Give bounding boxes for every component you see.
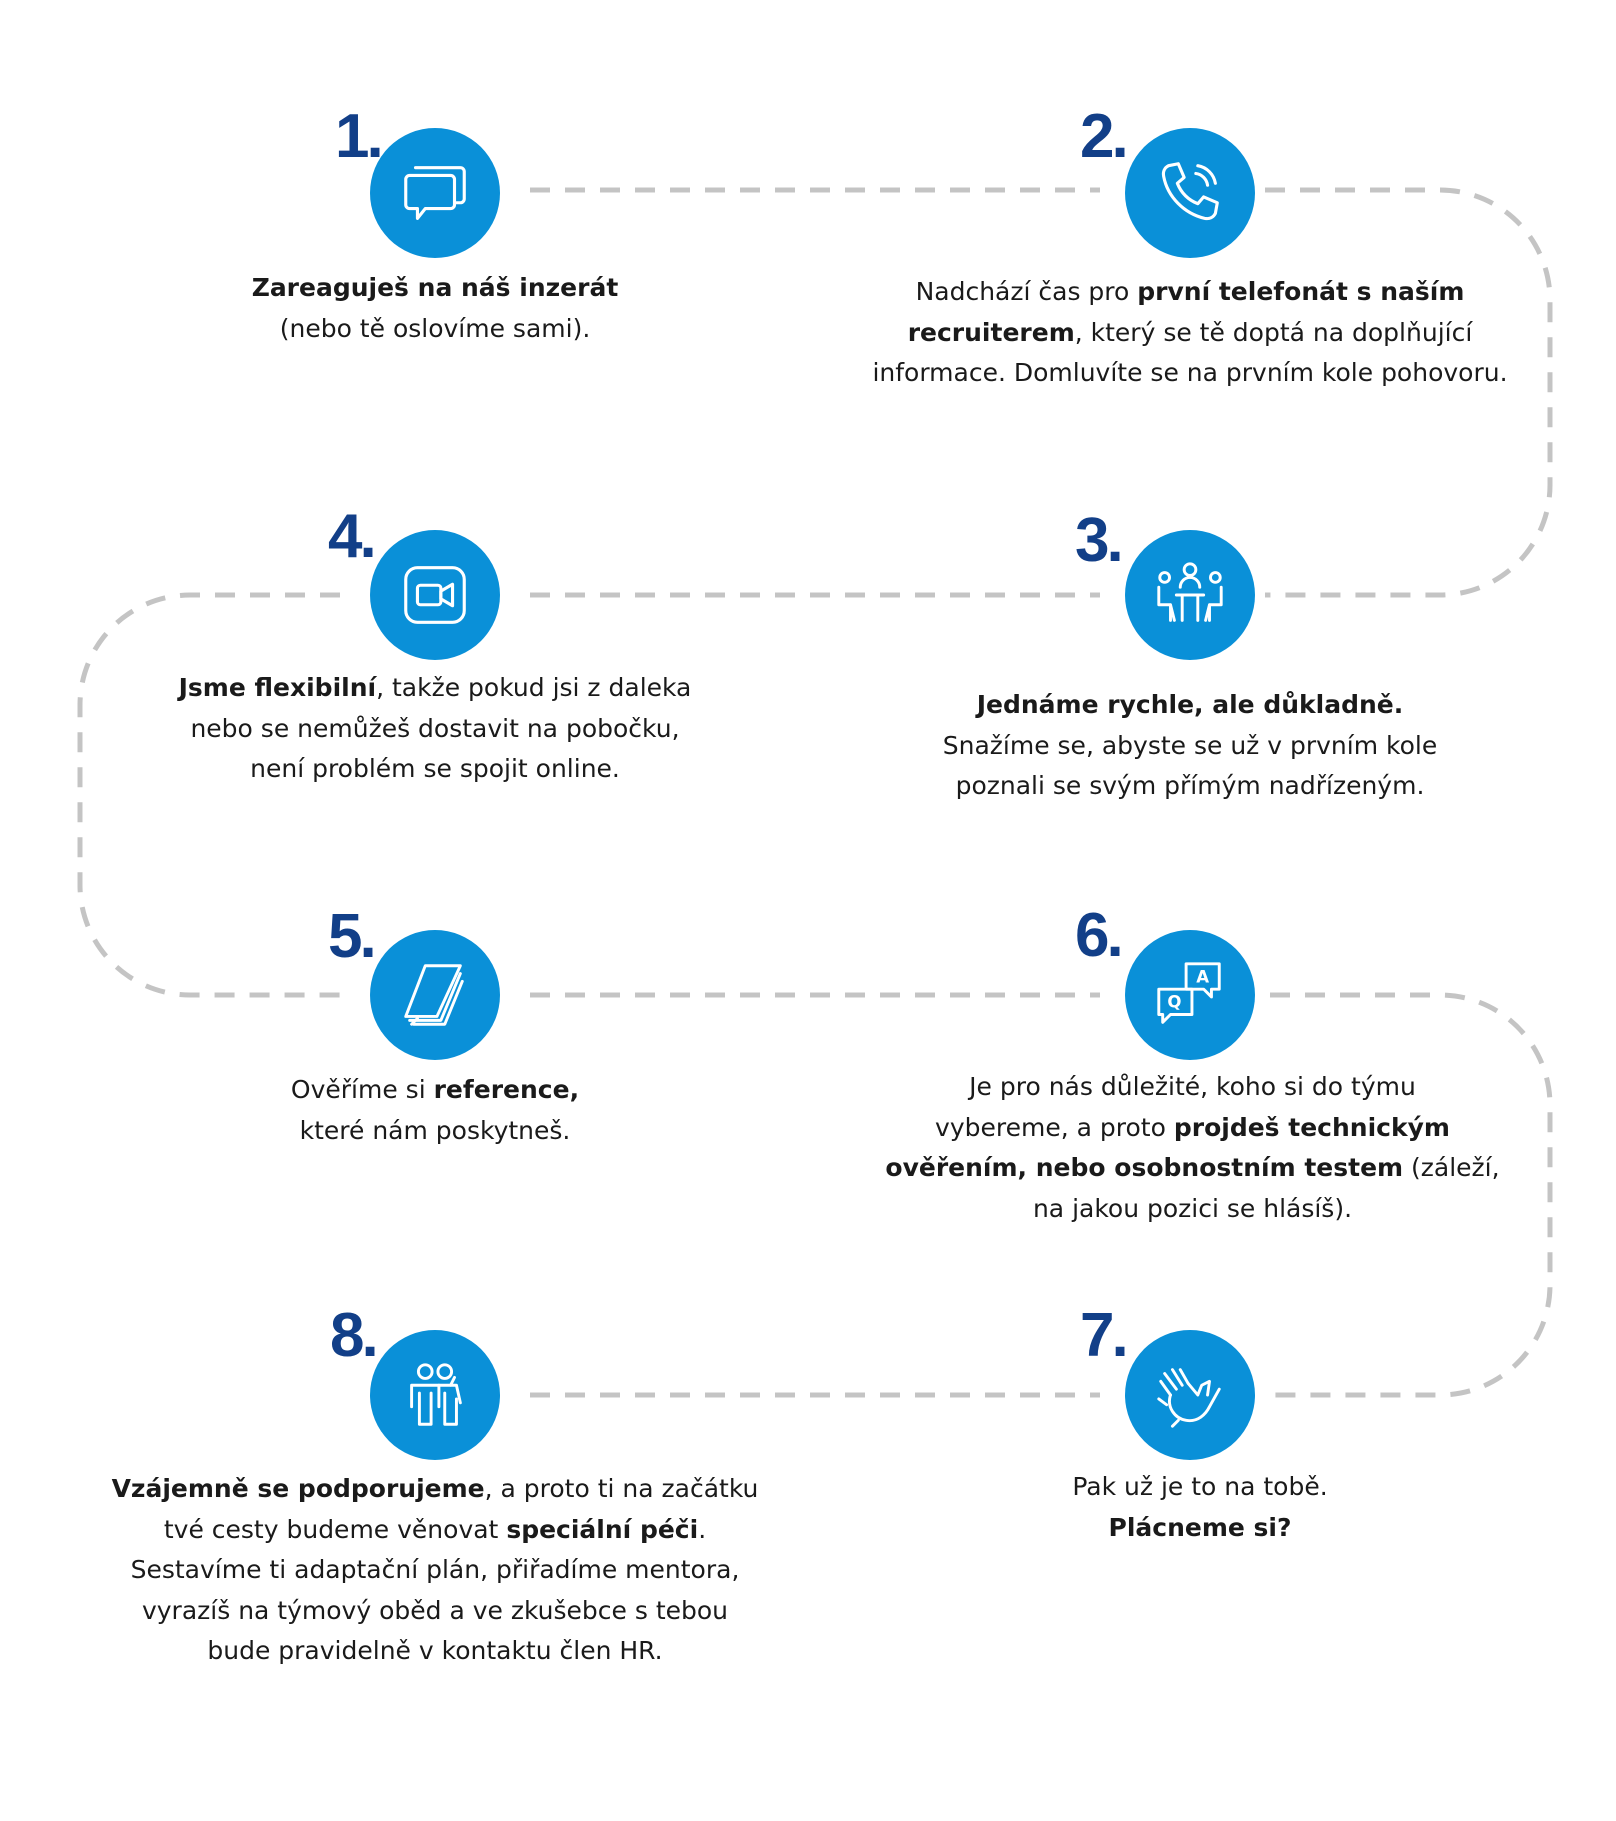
text-line: bude pravidelně v kontaktu člen HR. bbox=[110, 1631, 760, 1672]
svg-text:Q: Q bbox=[1167, 993, 1181, 1012]
step-circle bbox=[1125, 128, 1255, 258]
text-run: bude pravidelně v kontaktu člen HR. bbox=[207, 1636, 663, 1665]
text-line: Vzájemně se podporujeme, a proto ti na z… bbox=[110, 1469, 760, 1510]
bold-run: ověřením, nebo osobnostním testem bbox=[885, 1153, 1404, 1182]
text-line: Jsme flexibilní, takže pokud jsi z dalek… bbox=[135, 668, 735, 709]
text-line: ověřením, nebo osobnostním testem (zálež… bbox=[835, 1148, 1550, 1189]
step-circle bbox=[370, 1330, 500, 1460]
step-text: Zareaguješ na náš inzerát (nebo tě osloví… bbox=[140, 268, 730, 349]
text-run: , který se tě doptá na doplňující bbox=[1074, 317, 1473, 347]
path-4-5 bbox=[77, 592, 340, 998]
text-line: na jakou pozici se hlásíš). bbox=[835, 1189, 1550, 1230]
chat-bubbles-icon bbox=[404, 166, 466, 220]
path-6-7 bbox=[1270, 992, 1553, 1398]
text-run: Ověříme si bbox=[290, 1075, 434, 1104]
text-run: tvé cesty budeme věnovat bbox=[163, 1514, 507, 1544]
bold-run: Vzájemně se podporujeme bbox=[111, 1474, 485, 1503]
text-run: Pak už je to na tobě. bbox=[1072, 1472, 1328, 1501]
text-run: není problém se spojit online. bbox=[250, 754, 620, 783]
text-run: informace. Domluvíte se na prvním kole p… bbox=[872, 358, 1508, 387]
step-number: 6. bbox=[1075, 901, 1124, 970]
bold-run: Jsme flexibilní bbox=[178, 673, 377, 702]
step-text: Vzájemně se podporujeme, a proto ti na z… bbox=[110, 1469, 760, 1672]
text-line: Plácneme si? bbox=[960, 1508, 1440, 1549]
text-line: které nám poskytneš. bbox=[185, 1111, 685, 1152]
text-line: (nebo tě oslovíme sami). bbox=[140, 309, 730, 350]
text-run: . bbox=[698, 1514, 707, 1544]
step-number: 3. bbox=[1075, 506, 1124, 575]
bold-run: speciální péči bbox=[506, 1514, 699, 1544]
path-2-3 bbox=[1265, 187, 1553, 598]
text-line: Jednáme rychle, ale důkladně. bbox=[850, 685, 1530, 726]
text-line: není problém se spojit online. bbox=[135, 749, 735, 790]
two-people-icon bbox=[410, 1363, 462, 1426]
step-number: 8. bbox=[330, 1301, 379, 1370]
step-circle bbox=[370, 930, 500, 1060]
phone-call-icon bbox=[1161, 162, 1219, 221]
text-run: nebo se nemůžeš dostavit na pobočku, bbox=[190, 713, 680, 743]
step-circle bbox=[370, 530, 500, 660]
step-text: Pak už je to na tobě. Plácneme si? bbox=[960, 1467, 1440, 1548]
text-run: vyrazíš na týmový oběd a ve zkušebce s t… bbox=[141, 1595, 729, 1625]
bold-run: Zareaguješ na náš inzerát bbox=[251, 273, 619, 302]
step-number: 7. bbox=[1080, 1301, 1129, 1370]
bold-run: reference, bbox=[433, 1075, 580, 1104]
text-run: Sestavíme ti adaptační plán, přiřadíme m… bbox=[130, 1555, 740, 1584]
text-line: tvé cesty budeme věnovat speciální péči. bbox=[110, 1510, 760, 1551]
svg-text:A: A bbox=[1196, 967, 1209, 986]
step-text: Jsme flexibilní, takže pokud jsi z dalek… bbox=[135, 668, 735, 790]
text-run: , takže pokud jsi z daleka bbox=[376, 673, 692, 702]
text-line: Ověříme si reference, bbox=[185, 1070, 685, 1111]
bold-run: Jednáme rychle, ale důkladně. bbox=[976, 690, 1404, 719]
text-line: vybereme, a proto projdeš technickým bbox=[835, 1108, 1550, 1149]
text-run: (nebo tě oslovíme sami). bbox=[279, 313, 591, 343]
text-line: Zareaguješ na náš inzerát bbox=[140, 268, 730, 309]
text-line: vyrazíš na týmový oběd a ve zkušebce s t… bbox=[110, 1591, 760, 1632]
text-run: (záleží, bbox=[1403, 1153, 1500, 1182]
step-circle bbox=[370, 128, 500, 258]
step-number: 2. bbox=[1080, 102, 1129, 171]
text-line: Snažíme se, abyste se už v prvním kole bbox=[850, 726, 1530, 767]
text-run: poznali se svým přímým nadřízeným. bbox=[955, 771, 1425, 800]
text-line: Sestavíme ti adaptační plán, přiřadíme m… bbox=[110, 1550, 760, 1591]
text-run: , a proto ti na začátku bbox=[484, 1474, 759, 1503]
text-line: informace. Domluvíte se na prvním kole p… bbox=[830, 353, 1550, 394]
text-line: Nadchází čas pro první telefonát s naším bbox=[830, 272, 1550, 313]
high-five-icon bbox=[1157, 1368, 1221, 1428]
text-line: Pak už je to na tobě. bbox=[960, 1467, 1440, 1508]
step-number: 5. bbox=[328, 902, 377, 971]
text-run: Nadchází čas pro bbox=[915, 277, 1138, 306]
bold-run: Plácneme si? bbox=[1108, 1512, 1292, 1542]
bold-run: projdeš technickým bbox=[1173, 1112, 1450, 1142]
step-text: Nadchází čas pro první telefonát s naším… bbox=[830, 272, 1550, 394]
text-run: které nám poskytneš. bbox=[299, 1115, 571, 1145]
text-run: na jakou pozici se hlásíš). bbox=[1032, 1193, 1353, 1223]
text-run: Snažíme se, abyste se už v prvním kole bbox=[942, 730, 1438, 760]
bold-run: recruiterem bbox=[907, 317, 1075, 347]
text-line: nebo se nemůžeš dostavit na pobočku, bbox=[135, 709, 735, 750]
bold-run: první telefonát s naším bbox=[1137, 277, 1465, 306]
step-text: Ověříme si reference, které nám poskytneš… bbox=[185, 1070, 685, 1151]
step-text: Jednáme rychle, ale důkladně. Snažíme se,… bbox=[850, 685, 1530, 807]
step-number: 4. bbox=[328, 502, 377, 571]
meeting-table-icon bbox=[1157, 562, 1223, 622]
step-circle: A Q bbox=[1125, 930, 1255, 1060]
text-line: recruiterem, který se tě doptá na doplňu… bbox=[830, 313, 1550, 354]
text-line: Je pro nás důležité, koho si do týmu bbox=[835, 1067, 1550, 1108]
step-circle bbox=[1125, 530, 1255, 660]
video-camera-icon bbox=[404, 566, 466, 624]
qa-bubbles-icon: A Q bbox=[1157, 962, 1221, 1024]
text-line: poznali se svým přímým nadřízeným. bbox=[850, 766, 1530, 807]
step-circle bbox=[1125, 1330, 1255, 1460]
step-text: Je pro nás důležité, koho si do týmu vybe… bbox=[835, 1067, 1550, 1229]
text-run: Je pro nás důležité, koho si do týmu bbox=[969, 1072, 1416, 1101]
documents-icon bbox=[404, 964, 464, 1026]
step-number: 1. bbox=[335, 102, 384, 171]
text-run: vybereme, a proto bbox=[935, 1112, 1174, 1142]
